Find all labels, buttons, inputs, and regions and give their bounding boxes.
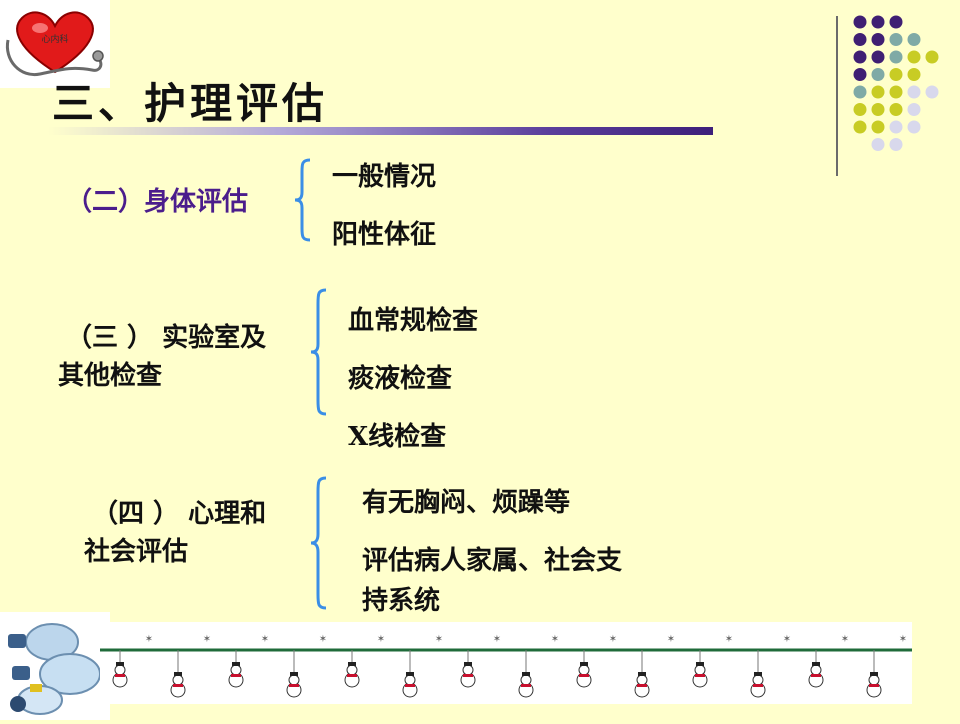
svg-text:✶: ✶ — [551, 634, 559, 645]
decorative-dot — [889, 68, 903, 81]
decorative-dot — [853, 68, 867, 81]
decorative-dot — [853, 33, 867, 46]
decorative-dot — [889, 138, 903, 151]
brace-icon — [294, 158, 311, 242]
svg-text:✶: ✶ — [435, 634, 443, 645]
section-label-psychosocial-line1: （四 ） 心理和 — [92, 499, 267, 529]
decorative-dot — [889, 50, 903, 64]
snowman-icon: ✶ — [460, 634, 501, 688]
decorative-dot — [907, 85, 921, 99]
svg-text:✶: ✶ — [377, 634, 385, 645]
list-item: 一般情况 — [332, 162, 437, 192]
decorative-dot — [925, 85, 939, 99]
decorative-dot — [871, 50, 885, 64]
decorative-dot — [853, 85, 867, 99]
section-label-lab-tests-line1: （三 ） 实验室及 — [66, 323, 267, 353]
decorative-dot — [871, 15, 885, 29]
decorative-dot — [889, 33, 903, 46]
brace-icon — [310, 288, 327, 416]
section-label-physical-assessment: （二）身体评估 — [66, 187, 249, 217]
snowman-icon: ✶ — [286, 634, 327, 698]
section-label-lab-tests-line2: 其他检查 — [58, 361, 163, 391]
decorative-dot — [907, 50, 921, 64]
snowman-icon: ✶ — [518, 634, 559, 698]
decorative-dot — [853, 15, 867, 29]
snowman-icon: ✶ — [750, 634, 791, 698]
decorative-dot — [853, 120, 867, 134]
list-item: 阳性体征 — [332, 220, 437, 250]
resuscitator-bag-icon — [8, 623, 101, 715]
list-item: X线检查 — [348, 422, 447, 452]
snowman-icon: ✶ — [170, 634, 211, 698]
list-item: 痰液检查 — [348, 364, 453, 394]
snowman-icon: ✶ — [634, 634, 675, 698]
decorative-dot — [871, 103, 885, 116]
svg-text:✶: ✶ — [609, 634, 617, 645]
decorative-dot — [889, 85, 903, 99]
decorative-vertical-line — [836, 16, 838, 176]
snowman-icon: ✶ — [866, 634, 907, 698]
snowman-icon: ✶ — [576, 634, 617, 688]
svg-text:✶: ✶ — [203, 634, 211, 645]
decorative-dot — [889, 103, 903, 116]
title-underline — [48, 127, 713, 135]
svg-text:✶: ✶ — [261, 634, 269, 645]
decorative-dot — [889, 15, 903, 29]
brace-icon — [310, 476, 327, 610]
decorative-dot — [871, 33, 885, 46]
heart-stethoscope-icon: 心内科 — [5, 11, 104, 77]
decorative-dot — [907, 68, 921, 81]
snowman-garland-icon: ✶ ✶ ✶ ✶ ✶ ✶ ✶ ✶ ✶ ✶ ✶ ✶ ✶ ✶ — [100, 622, 912, 704]
list-item: 评估病人家属、社会支 — [362, 546, 623, 576]
decorative-dot — [871, 138, 885, 151]
section-label-psychosocial-line2: 社会评估 — [84, 537, 189, 567]
page-title: 三、护理评估 — [52, 79, 329, 128]
snowman-icon: ✶ — [228, 634, 269, 688]
decorative-dot — [853, 103, 867, 116]
decorative-dot — [907, 120, 921, 134]
decorative-dot — [907, 103, 921, 116]
svg-text:✶: ✶ — [725, 634, 733, 645]
snowman-icon: ✶ — [344, 634, 385, 688]
svg-text:✶: ✶ — [667, 634, 675, 645]
svg-text:✶: ✶ — [493, 634, 501, 645]
decorative-dot — [853, 50, 867, 64]
logo-caption: 心内科 — [41, 33, 68, 45]
decorative-dot — [871, 120, 885, 134]
list-item: 持系统 — [362, 586, 441, 616]
svg-text:✶: ✶ — [899, 634, 907, 645]
svg-text:✶: ✶ — [145, 634, 153, 645]
svg-text:✶: ✶ — [783, 634, 791, 645]
snowman-icon: ✶ — [692, 634, 733, 688]
svg-text:✶: ✶ — [319, 634, 327, 645]
decorative-dot-grid — [853, 15, 939, 151]
snowman-icon: ✶ — [402, 634, 443, 698]
resuscitator-image — [0, 612, 110, 720]
decorative-dot — [871, 68, 885, 81]
list-item: 有无胸闷、烦躁等 — [362, 488, 571, 518]
decorative-dot — [925, 50, 939, 64]
decorative-dot — [907, 33, 921, 46]
heart-stethoscope-logo: 心内科 — [0, 0, 110, 88]
list-item: 血常规检查 — [348, 306, 479, 336]
decorative-dot — [871, 85, 885, 99]
svg-text:✶: ✶ — [841, 634, 849, 645]
decorative-dot — [889, 120, 903, 134]
snowman-icon: ✶ — [808, 634, 849, 688]
snowman-icon: ✶ — [112, 634, 153, 688]
